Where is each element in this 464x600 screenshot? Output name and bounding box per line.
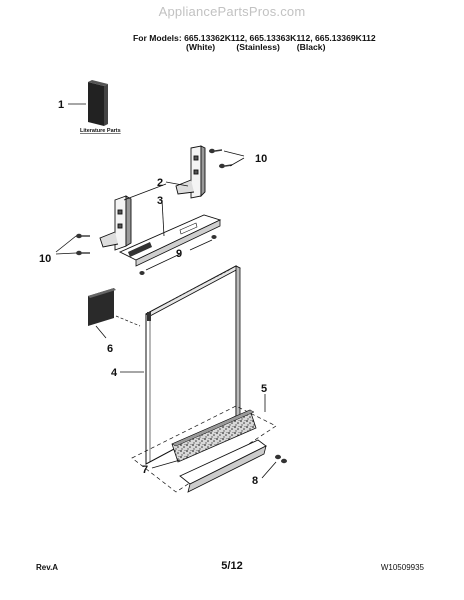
foam-block bbox=[171, 409, 257, 463]
top-vent-panel bbox=[118, 214, 222, 267]
insulation-pad bbox=[88, 288, 116, 326]
trim-screw-b bbox=[281, 458, 287, 464]
callout-1: 1 bbox=[58, 99, 64, 111]
variant-white: (White) bbox=[186, 42, 216, 52]
screw-group-left bbox=[76, 233, 90, 256]
lower-assembly-outline bbox=[131, 405, 277, 493]
callout-10-left: 10 bbox=[39, 253, 51, 265]
screw-group-panel bbox=[139, 235, 217, 275]
trim-screw-a bbox=[275, 454, 281, 460]
callout-3: 3 bbox=[157, 195, 163, 207]
callout-8: 8 bbox=[252, 475, 258, 487]
revision-label: Rev.A bbox=[36, 563, 59, 572]
callout-10-top: 10 bbox=[255, 153, 267, 165]
literature-parts-label: Literature Parts bbox=[80, 128, 121, 134]
screw-group-right bbox=[209, 148, 233, 169]
models-line: For Models: 665.13362K112, 665.13363K112… bbox=[133, 33, 376, 43]
hinge-bracket-left bbox=[99, 195, 132, 251]
callout-9: 9 bbox=[176, 248, 182, 260]
page-number: 5/12 bbox=[221, 560, 243, 572]
model-variants: (White) (Stainless) (Black) bbox=[186, 42, 325, 52]
watermark: AppliancePartsPros.com bbox=[158, 4, 306, 19]
callout-4: 4 bbox=[111, 367, 118, 379]
variant-stainless: (Stainless) bbox=[236, 42, 280, 52]
callout-2: 2 bbox=[157, 177, 163, 189]
bottom-trim bbox=[179, 439, 287, 493]
callout-5: 5 bbox=[261, 383, 267, 395]
document-number: W10509935 bbox=[380, 563, 424, 572]
literature-book bbox=[88, 80, 108, 126]
door-panel bbox=[145, 265, 241, 465]
insulation-dashed-guide bbox=[115, 315, 141, 327]
hinge-bracket-right bbox=[175, 145, 206, 199]
callout-6: 6 bbox=[107, 343, 113, 355]
callout-7: 7 bbox=[142, 464, 148, 476]
leader-lines bbox=[55, 150, 277, 479]
variant-black: (Black) bbox=[296, 42, 326, 52]
